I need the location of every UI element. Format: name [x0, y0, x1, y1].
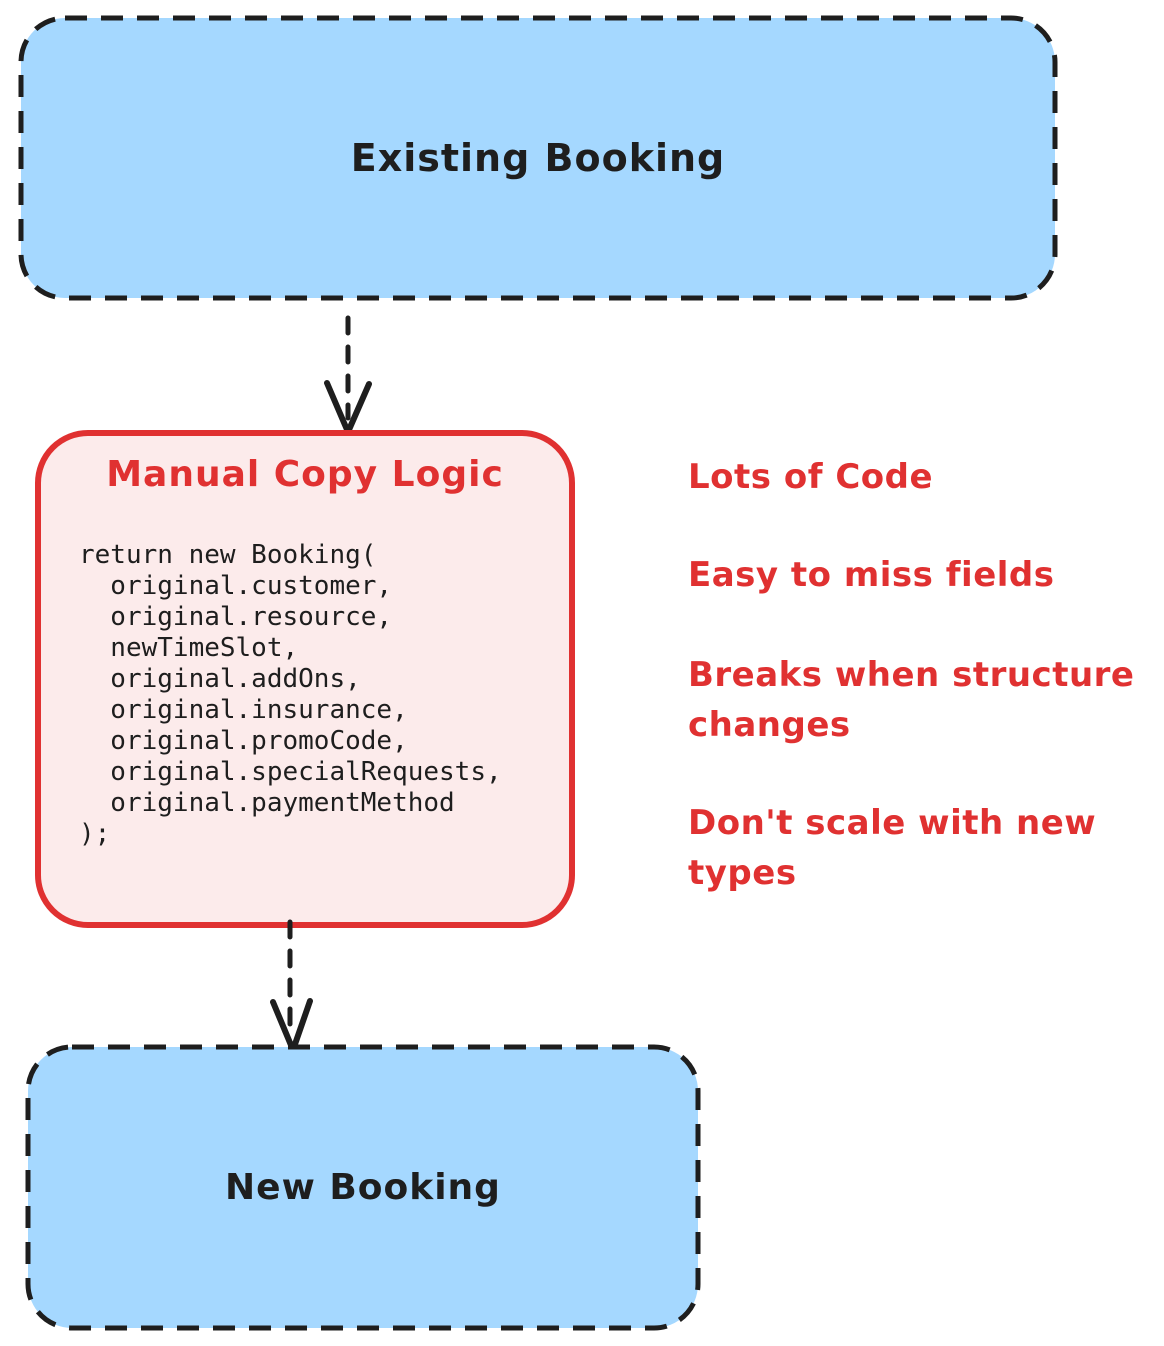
arrow-existing-to-manual-icon [324, 315, 372, 435]
annotation-breaks-structure: Breaks when structure changes [688, 650, 1135, 750]
annotation-line: changes [688, 705, 851, 745]
red-border-frame [35, 430, 575, 928]
annotation-dont-scale: Don't scale with new types [688, 798, 1096, 898]
annotation-line: Easy to miss fields [688, 555, 1055, 595]
manual-copy-logic-title: Manual Copy Logic [106, 454, 504, 495]
annotation-line: Breaks when structure [688, 655, 1135, 695]
new-booking-box: New Booking [25, 1044, 701, 1331]
dashed-border-frame [18, 15, 1058, 301]
manual-copy-logic-shape [35, 430, 575, 928]
annotation-line: Lots of Code [688, 457, 934, 497]
manual-copy-logic-box: Manual Copy Logic return new Booking( or… [35, 430, 575, 928]
new-booking-label: New Booking [225, 1167, 501, 1208]
copy-logic-code: return new Booking( original.customer, o… [79, 540, 502, 849]
annotation-line: Don't scale with new [688, 803, 1097, 843]
arrow-manual-to-new-icon [270, 919, 313, 1053]
dashed-border-frame [25, 1044, 701, 1331]
existing-booking-shape [18, 15, 1058, 301]
annotation-lots-of-code: Lots of Code [688, 452, 933, 502]
existing-booking-label: Existing Booking [350, 136, 726, 180]
new-booking-shape [25, 1044, 701, 1331]
annotation-line: types [688, 853, 797, 893]
existing-booking-box: Existing Booking [18, 15, 1058, 301]
annotation-easy-to-miss: Easy to miss fields [688, 550, 1054, 600]
